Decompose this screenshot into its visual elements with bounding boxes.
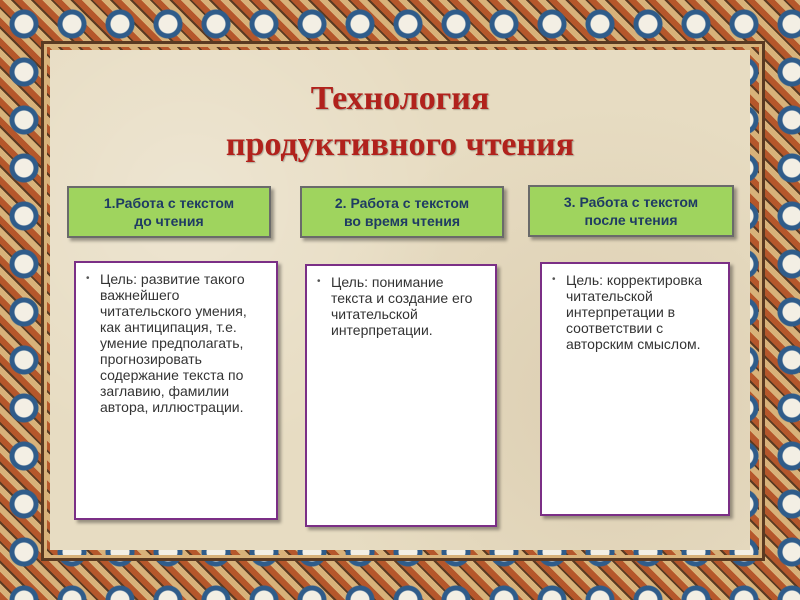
border-inner-edge xyxy=(44,44,762,558)
bullet-icon: • xyxy=(86,273,90,284)
goal-box-after-reading: • Цель: корректировка читательской интер… xyxy=(540,262,730,516)
header-2-line-2: во время чтения xyxy=(343,213,461,229)
bullet-icon: • xyxy=(552,274,556,285)
bullet-icon: • xyxy=(317,276,321,287)
header-2-line-1: 2. Работа с текстом xyxy=(334,195,470,211)
stage-header-after-reading: 3. Работа с текстом после чтения xyxy=(528,185,734,237)
header-3-line-1: 3. Работа с текстом xyxy=(563,194,699,210)
header-3-line-2: после чтения xyxy=(584,212,678,228)
stage-header-before-reading: 1.Работа с текстом до чтения xyxy=(67,186,271,238)
header-1-line-2: до чтения xyxy=(134,213,204,229)
stage-header-during-reading: 2. Работа с текстом во время чтения xyxy=(300,186,504,238)
title-line-1: Технология xyxy=(310,80,490,117)
header-1-line-1: 1.Работа с текстом xyxy=(103,195,235,211)
goal-text-2: Цель: понимание текста и создание его чи… xyxy=(331,274,473,338)
goal-item: • Цель: развитие такого важнейшего читат… xyxy=(86,271,266,415)
goal-item: • Цель: корректировка читательской интер… xyxy=(552,272,718,352)
slide-title: Технология продуктивного чтения xyxy=(0,76,800,168)
goal-item: • Цель: понимание текста и создание его … xyxy=(317,274,485,338)
title-line-2: продуктивного чтения xyxy=(225,126,575,163)
goal-text-3: Цель: корректировка читательской интерпр… xyxy=(566,272,703,352)
goal-text-1: Цель: развитие такого важнейшего читател… xyxy=(100,271,247,415)
goal-box-before-reading: • Цель: развитие такого важнейшего читат… xyxy=(74,261,278,520)
goal-box-during-reading: • Цель: понимание текста и создание его … xyxy=(305,264,497,527)
